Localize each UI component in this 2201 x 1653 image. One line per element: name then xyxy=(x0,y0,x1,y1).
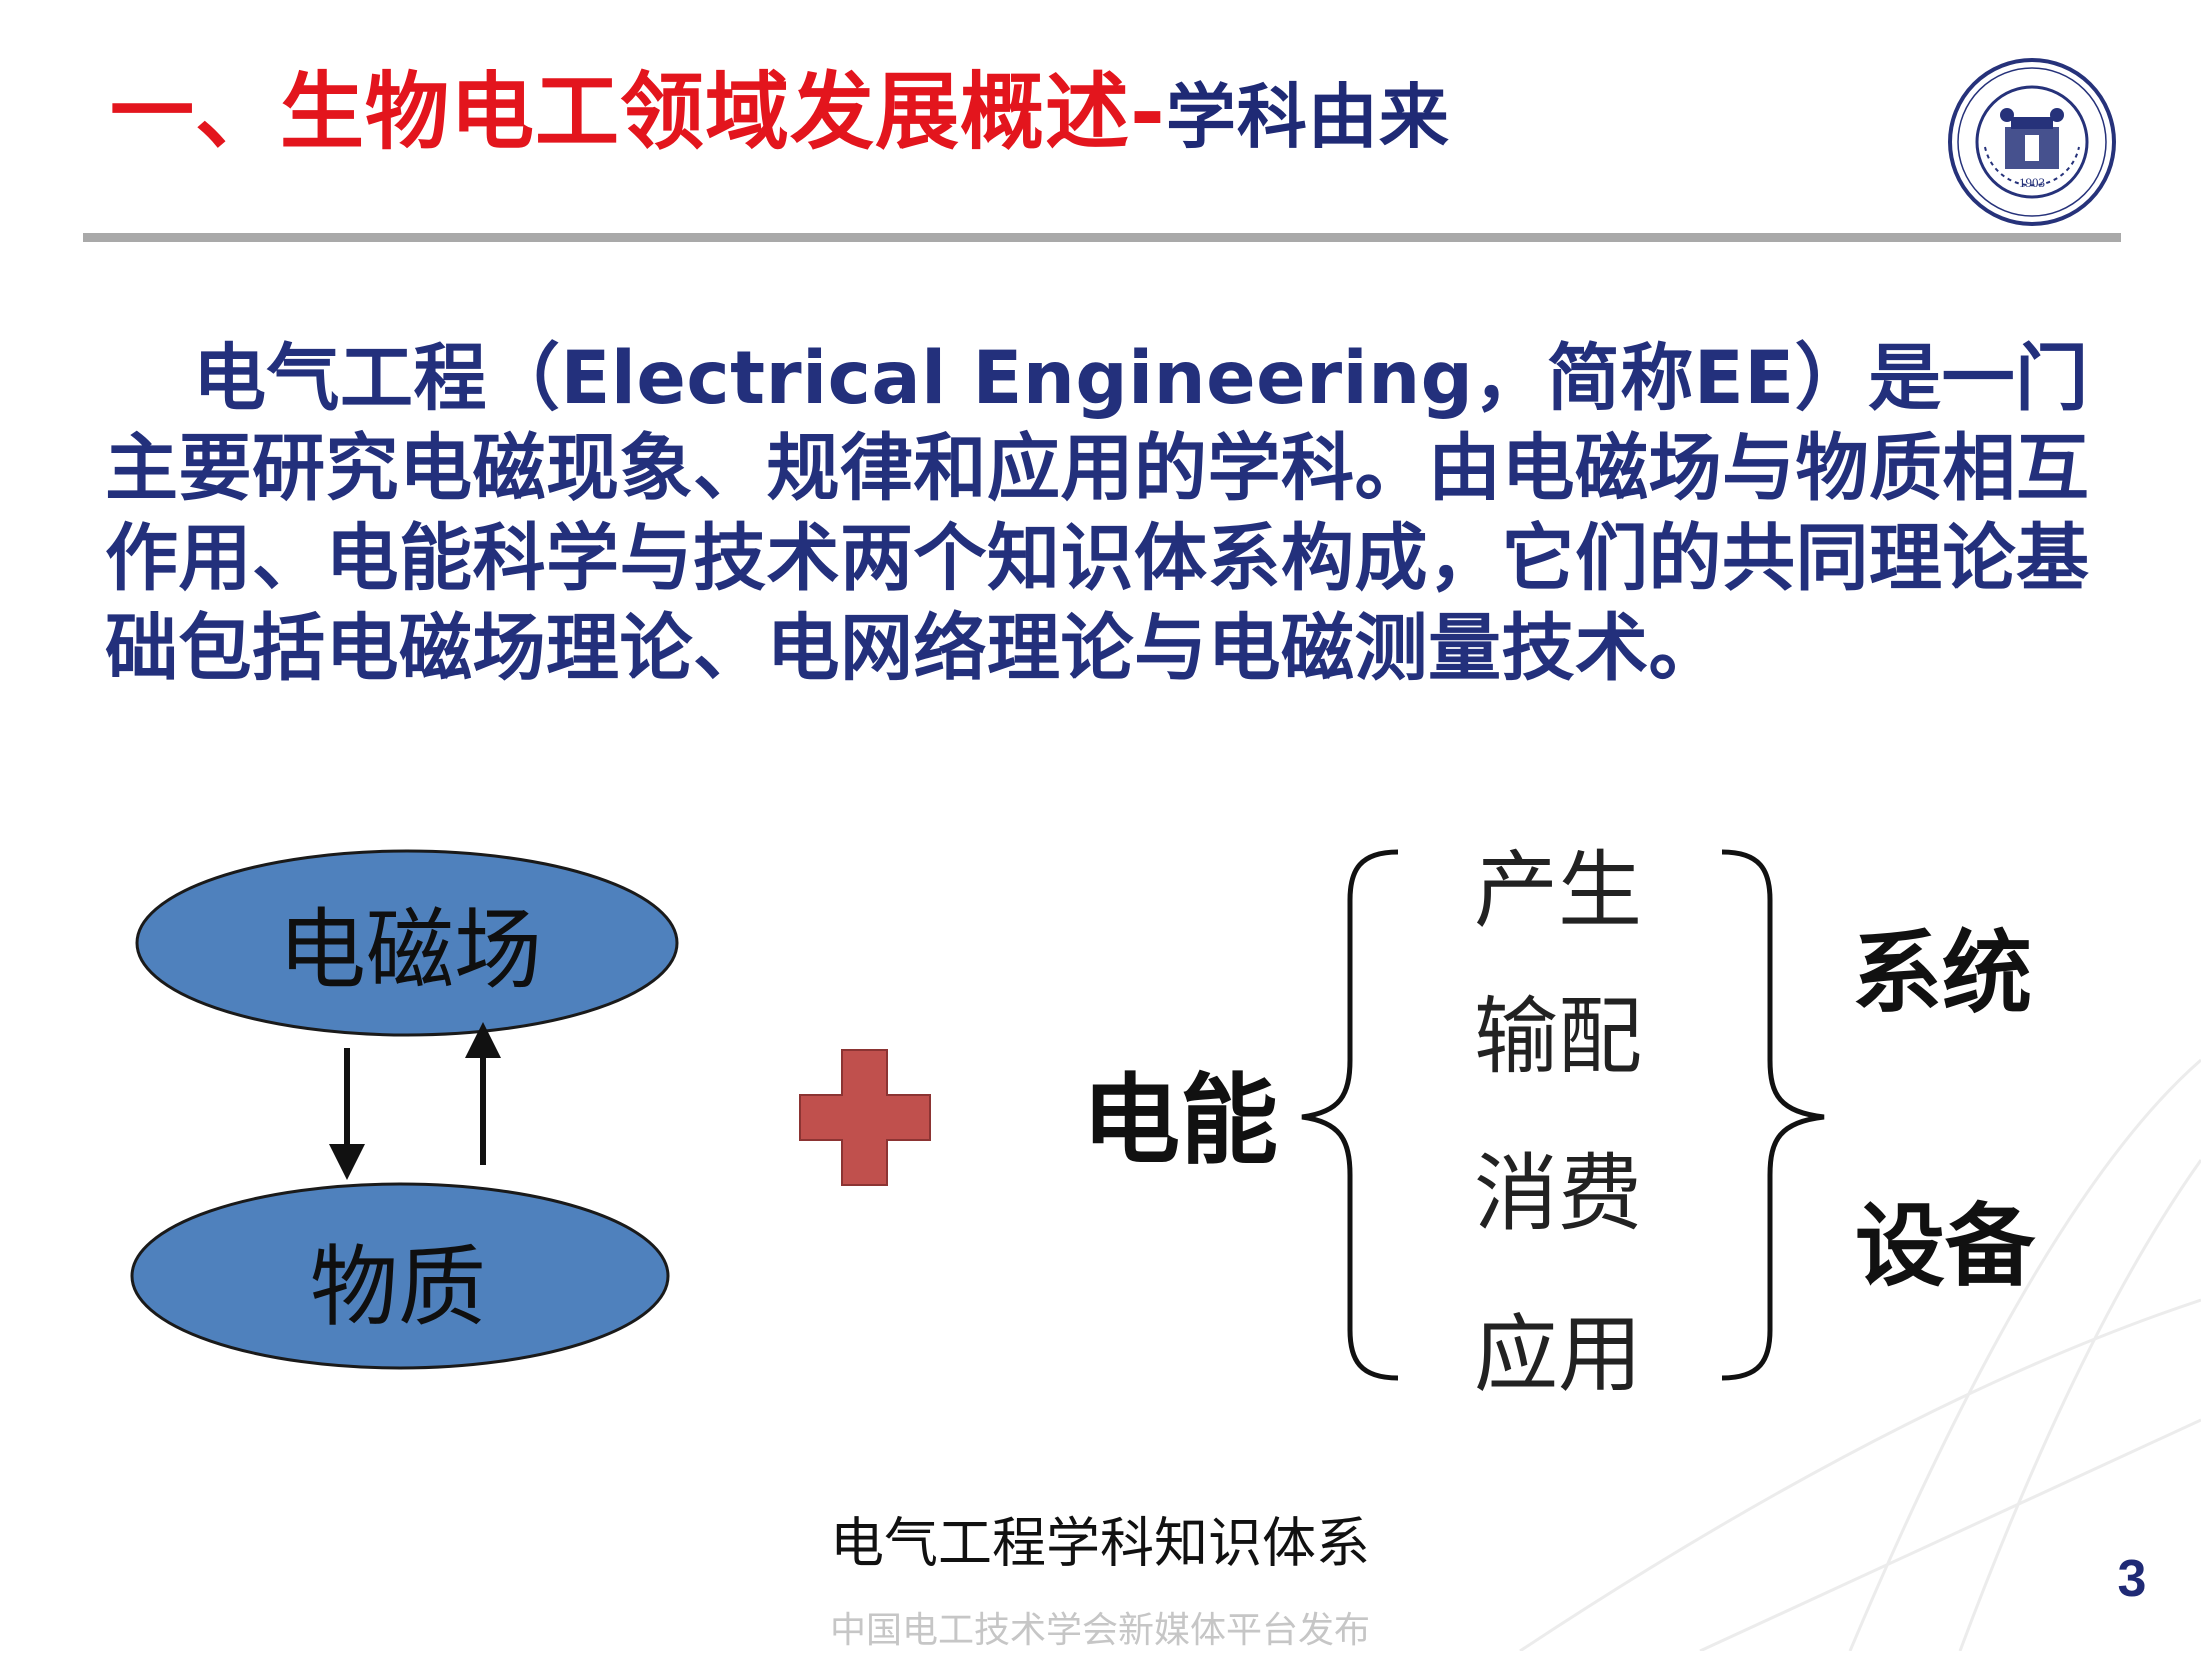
ellipse-matter xyxy=(130,1182,670,1370)
list-item: 消费 xyxy=(1473,1144,1643,1243)
list-item: 应用 xyxy=(1473,1305,1643,1404)
title-main: 一、生物电工领域发展概述- xyxy=(110,63,1166,161)
university-seal-logo: 1903 xyxy=(1948,58,2116,226)
list-item: 输配 xyxy=(1473,987,1643,1086)
label-system: 系统 xyxy=(1852,921,2032,1026)
left-brace xyxy=(1301,849,1399,1381)
body-paragraph: 电气工程（Electrical Engineering，简称EE）是一门主要研究… xyxy=(105,336,2090,691)
footer-watermark: 中国电工技术学会新媒体平台发布 xyxy=(829,1610,1371,1651)
title-divider xyxy=(83,233,2121,242)
page-title: 一、生物电工领域发展概述-学科由来 xyxy=(110,62,1450,163)
label-electromagnetic-field: 电磁场 xyxy=(277,898,543,1002)
list-item: 产生 xyxy=(1473,841,1643,940)
plus-icon xyxy=(799,1049,931,1186)
title-sub: 学科由来 xyxy=(1165,76,1450,158)
label-equipment: 设备 xyxy=(1855,1194,2035,1299)
label-matter: 物质 xyxy=(309,1235,487,1339)
page-number: 3 xyxy=(2117,1550,2147,1608)
logo-year: 1903 xyxy=(2019,175,2045,190)
right-brace xyxy=(1721,849,1825,1381)
diagram-caption: 电气工程学科知识体系 xyxy=(830,1511,1370,1575)
label-electric-energy: 电能 xyxy=(1081,1064,1279,1178)
ellipse-electromagnetic-field xyxy=(135,849,679,1037)
